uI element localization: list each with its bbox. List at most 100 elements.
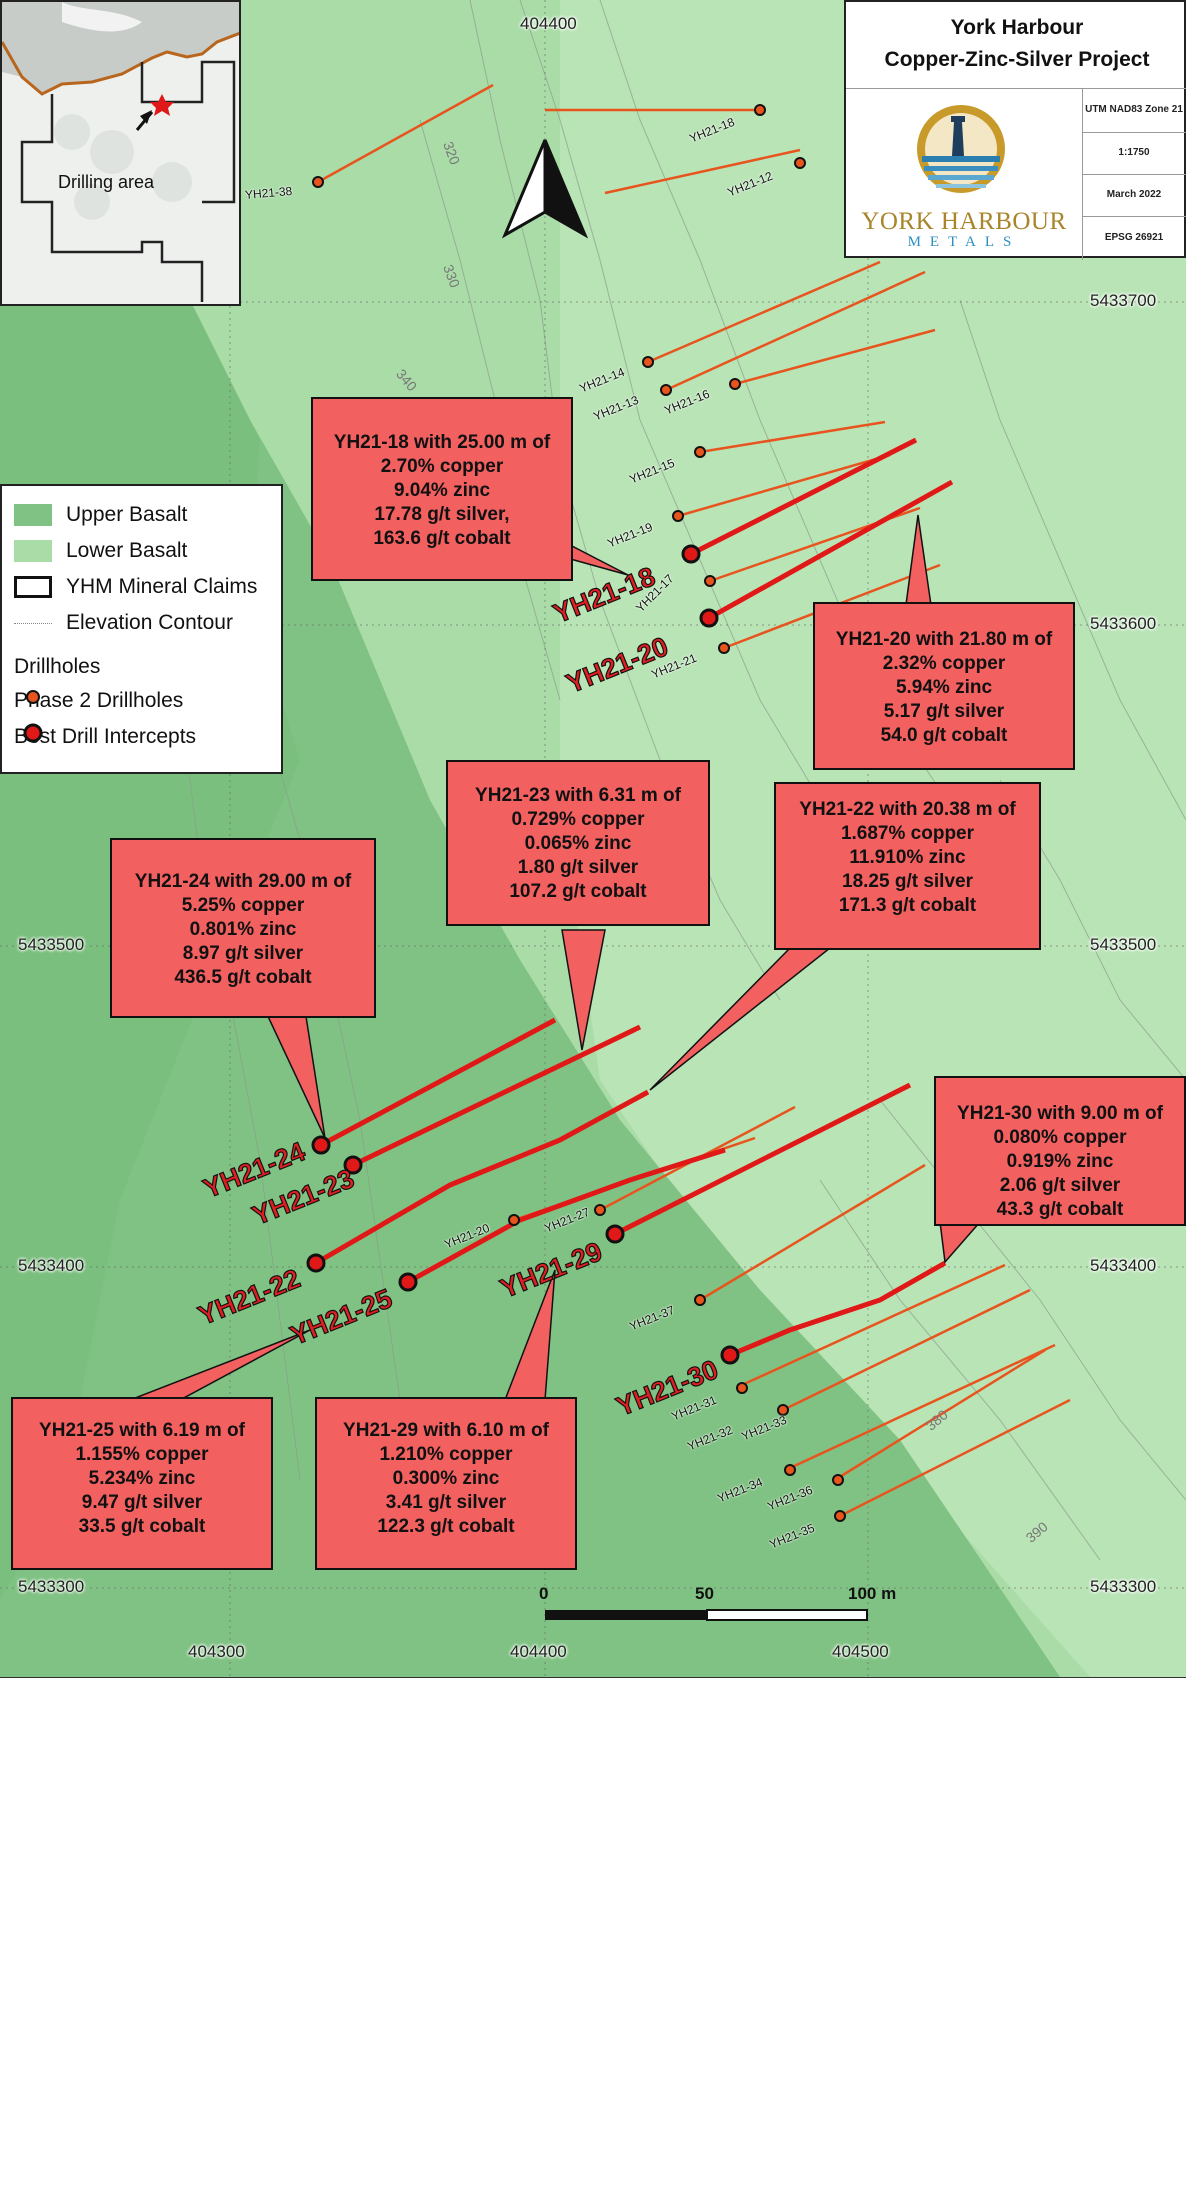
callout-line: 1.80 g/t silver	[517, 857, 639, 878]
callout-line: 0.801% zinc	[189, 919, 297, 940]
callout-line: YH21-29 with 6.10 m of	[343, 1420, 549, 1441]
inset-label: Drilling area	[58, 172, 155, 192]
legend-heading-drillholes: Drillholes	[14, 652, 100, 682]
upper-basalt-swatch	[14, 504, 52, 526]
best-traces	[314, 437, 954, 1358]
callout-line: 2.70% copper	[380, 456, 504, 477]
y-coord-left: 5433400	[18, 1256, 85, 1275]
legend-label: Best Drill Intercepts	[14, 725, 197, 748]
scale-label-0: 0	[539, 1584, 549, 1603]
callout-yh21-24: YH21-24 with 29.00 m of 5.25% copper 0.8…	[110, 838, 376, 1018]
y-coord-right: 5433300	[1090, 1577, 1157, 1596]
map-legend: Upper Basalt Lower Basalt YHM Mineral Cl…	[0, 484, 283, 774]
epsg-label: EPSG 26921	[1104, 232, 1164, 243]
callout-yh21-20: YH21-20 with 21.80 m of 2.32% copper 5.9…	[813, 602, 1075, 770]
callout-line: 171.3 g/t cobalt	[838, 895, 977, 916]
callout-line: 3.41 g/t silver	[385, 1492, 507, 1513]
y-coord-right: 5433500	[1090, 935, 1157, 954]
legend-label: Upper Basalt	[66, 503, 188, 526]
callout-yh21-29: YH21-29 with 6.10 m of 1.210% copper 0.3…	[315, 1397, 577, 1570]
phase2-collar-icon	[26, 690, 40, 704]
legend-item-claims: YHM Mineral Claims	[14, 572, 257, 602]
callout-yh21-25: YH21-25 with 6.19 m of 1.155% copper 5.2…	[11, 1397, 273, 1570]
y-coord-left: 5433500	[18, 935, 85, 954]
north-arrow-icon	[501, 139, 589, 239]
callout-yh21-18: YH21-18 with 25.00 m of 2.70% copper 9.0…	[311, 397, 573, 581]
y-coord-left: 5433300	[18, 1577, 85, 1596]
inset-canvas	[2, 2, 239, 302]
callout-line: YH21-18 with 25.00 m of	[333, 432, 551, 453]
legend-label: Elevation Contour	[66, 611, 233, 634]
callout-line: 1.155% copper	[75, 1444, 209, 1465]
legend-heading: Drillholes	[14, 655, 101, 678]
callout-line: 5.25% copper	[181, 895, 305, 916]
scale-label-50: 50	[695, 1584, 714, 1603]
claims-swatch	[14, 576, 52, 598]
callout-line: 54.0 g/t cobalt	[880, 725, 1008, 746]
callout-line: 18.25 g/t silver	[842, 871, 973, 892]
legend-label: Phase 2 Drillholes	[14, 689, 184, 712]
callout-line: 436.5 g/t cobalt	[174, 967, 312, 988]
crs-label: UTM NAD83 Zone 21	[1085, 104, 1183, 115]
logo-text: YORK HARBOUR	[861, 208, 1067, 235]
callout-line: 5.234% zinc	[88, 1468, 196, 1489]
legend-label: YHM Mineral Claims	[66, 575, 258, 598]
callout-line: 5.17 g/t silver	[883, 701, 1005, 722]
callout-yh21-30: YH21-30 with 9.00 m of 0.080% copper 0.9…	[934, 1076, 1186, 1226]
lighthouse-logo-icon	[917, 105, 1005, 193]
callout-line: 2.06 g/t silver	[999, 1175, 1121, 1196]
callout-line: 1.687% copper	[840, 823, 975, 844]
callout-line: 0.729% copper	[511, 809, 645, 830]
callout-yh21-23: YH21-23 with 6.31 m of 0.729% copper 0.0…	[446, 760, 710, 926]
callout-line: 0.300% zinc	[392, 1468, 500, 1489]
callout-line: 11.910% zinc	[849, 847, 966, 868]
contour-swatch	[14, 622, 52, 624]
callout-line: YH21-24 with 29.00 m of	[134, 871, 352, 892]
lower-basalt-swatch	[14, 540, 52, 562]
project-title-line2: Copper-Zinc-Silver Project	[884, 48, 1150, 71]
scale-label-100: 100 m	[848, 1584, 897, 1603]
scale-label: 1:1750	[1118, 147, 1150, 158]
logo-subtext: METALS	[907, 234, 1021, 250]
callout-line: 163.6 g/t cobalt	[373, 528, 511, 549]
callout-line: 9.04% zinc	[393, 480, 491, 501]
callout-line: 107.2 g/t cobalt	[509, 881, 647, 902]
callout-line: 122.3 g/t cobalt	[377, 1516, 515, 1537]
callout-line: 0.065% zinc	[524, 833, 632, 854]
legend-item-lower-basalt: Lower Basalt	[14, 536, 187, 566]
callout-line: 8.97 g/t silver	[182, 943, 304, 964]
callout-line: YH21-30 with 9.00 m of	[957, 1103, 1163, 1124]
title-block: York Harbour Copper-Zinc-Silver Project …	[844, 0, 1186, 260]
drill-collars	[306, 104, 846, 1522]
callout-line: 43.3 g/t cobalt	[996, 1199, 1124, 1220]
x-coord-bottom: 404300	[188, 1642, 245, 1661]
callout-line: 33.5 g/t cobalt	[78, 1516, 206, 1537]
callout-yh21-22: YH21-22 with 20.38 m of 1.687% copper 11…	[774, 782, 1041, 950]
y-coord-right: 5433700	[1090, 291, 1157, 310]
legend-item-contour: Elevation Contour	[14, 608, 233, 638]
callout-line: 9.47 g/t silver	[81, 1492, 203, 1513]
callout-line: 0.919% zinc	[1006, 1151, 1114, 1172]
legend-label: Lower Basalt	[66, 539, 188, 562]
project-title-line1: York Harbour	[950, 16, 1084, 39]
legend-item-phase2: Phase 2 Drillholes	[14, 686, 183, 716]
callout-line: YH21-23 with 6.31 m of	[475, 785, 681, 806]
geology-map: 404400 404300 404400 404500 5433500 5433…	[0, 0, 1186, 1678]
title-divider	[1082, 216, 1186, 217]
callout-line: 5.94% zinc	[895, 677, 993, 698]
callout-line: 17.78 g/t silver,	[374, 504, 510, 525]
date-label: March 2022	[1106, 189, 1162, 200]
inset-map: Drilling area	[0, 0, 241, 306]
callout-pointers	[129, 514, 982, 1401]
y-coord-right: 5433400	[1090, 1256, 1157, 1275]
x-coord-top: 404400	[520, 14, 577, 33]
best-collar-icon	[23, 723, 43, 743]
x-coord-bottom: 404400	[510, 1642, 567, 1661]
callout-line: YH21-22 with 20.38 m of	[799, 799, 1016, 820]
callout-line: 0.080% copper	[993, 1127, 1127, 1148]
scale-bar	[545, 1609, 868, 1621]
callout-line: 2.32% copper	[882, 653, 1006, 674]
title-divider	[1082, 132, 1186, 133]
title-divider	[1082, 174, 1186, 175]
y-coord-right: 5433600	[1090, 614, 1157, 633]
